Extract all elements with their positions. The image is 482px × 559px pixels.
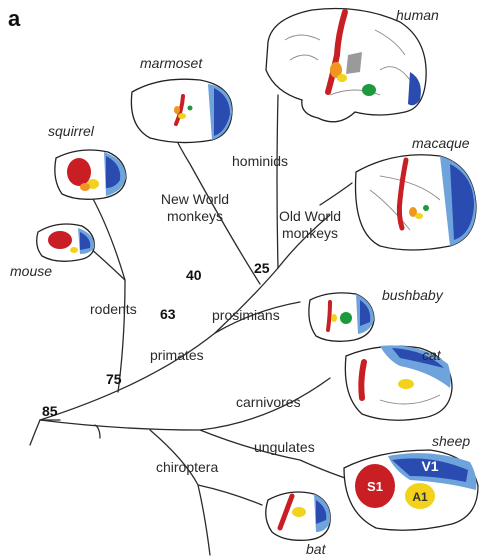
species-label-macaque: macaque xyxy=(412,136,470,150)
branch-bat xyxy=(198,485,262,505)
species-label-squirrel: squirrel xyxy=(48,124,94,138)
divergence-40: 40 xyxy=(186,268,202,282)
group-label-primates: primates xyxy=(150,348,204,362)
brain-squirrel xyxy=(55,150,126,199)
tree-root-stem xyxy=(30,420,60,445)
area-label-s1: S1 xyxy=(367,479,383,494)
group-label-chiroptera: chiroptera xyxy=(156,460,218,474)
branch-squirrel xyxy=(92,197,125,280)
species-label-sheep: sheep xyxy=(432,434,470,448)
divergence-25: 25 xyxy=(254,261,270,275)
brain-bushbaby xyxy=(309,293,374,341)
group-label-new-world-line2: monkeys xyxy=(140,209,250,223)
species-label-mouse: mouse xyxy=(10,264,52,278)
brain-bat xyxy=(266,492,330,540)
brain-marmoset xyxy=(131,79,232,142)
area-label-a1: A1 xyxy=(412,490,428,504)
brain-sheep: S1 V1 A1 xyxy=(344,450,478,530)
species-label-cat: cat xyxy=(422,348,441,362)
group-label-hominids: hominids xyxy=(232,154,288,168)
area-label-v1: V1 xyxy=(421,458,438,474)
species-label-marmoset: marmoset xyxy=(140,56,202,70)
divergence-85: 85 xyxy=(42,404,58,418)
branch-chiroptera xyxy=(95,425,100,438)
brain-mouse xyxy=(37,224,95,261)
group-label-prosimians: prosimians xyxy=(212,308,280,322)
branch-chiroptera-main xyxy=(150,430,210,555)
divergence-63: 63 xyxy=(160,307,176,321)
group-label-rodents: rodents xyxy=(90,302,137,316)
group-label-old-world-line1: Old World xyxy=(262,209,358,223)
group-label-carnivores: carnivores xyxy=(236,395,301,409)
branch-old-world-macaque xyxy=(320,183,352,205)
brain-human xyxy=(266,9,426,122)
divergence-75: 75 xyxy=(106,372,122,386)
species-label-bat: bat xyxy=(306,542,325,556)
species-label-bushbaby: bushbaby xyxy=(382,288,443,302)
brain-macaque xyxy=(356,155,477,250)
group-label-new-world-line1: New World xyxy=(140,192,250,206)
branch-hominids xyxy=(277,95,278,268)
group-label-ungulates: ungulates xyxy=(254,440,315,454)
species-label-human: human xyxy=(396,8,439,22)
panel-label: a xyxy=(8,8,20,30)
group-label-old-world-line2: monkeys xyxy=(262,226,358,240)
